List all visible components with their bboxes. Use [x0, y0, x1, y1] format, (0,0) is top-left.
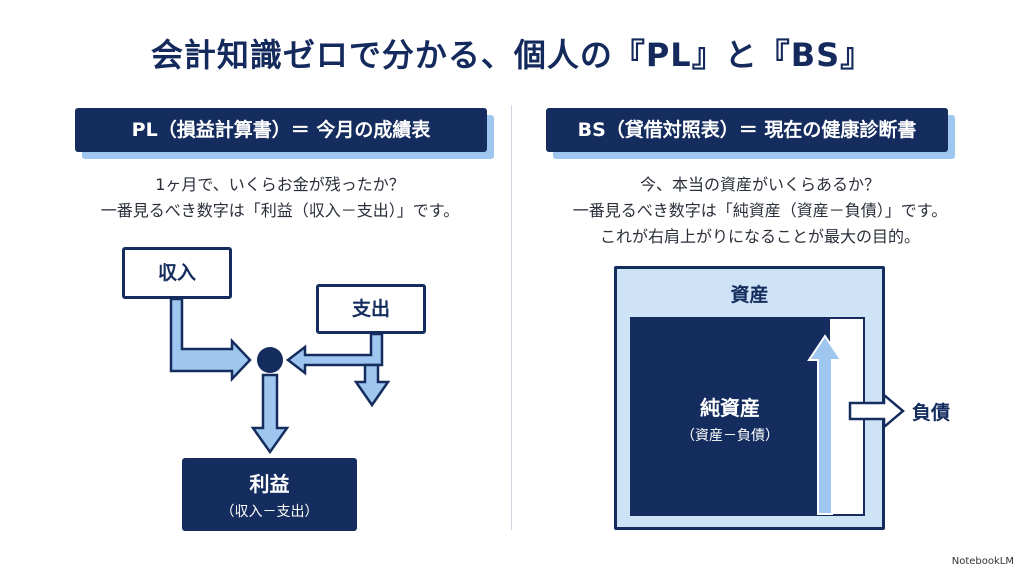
- profit-arrow: [250, 373, 290, 455]
- equity-box: 純資産 （資産－負債）: [630, 317, 830, 516]
- liabilities-label: 負債: [912, 402, 951, 424]
- bs-desc-line2: 一番見るべき数字は「純資産（資産－負債）」です。: [572, 201, 948, 220]
- bs-description: 今、本当の資産がいくらあるか？ 一番見るべき数字は「純資産（資産－負債）」です。…: [520, 172, 1000, 250]
- expense-arrow-down: [353, 363, 391, 408]
- profit-label: 利益: [249, 472, 290, 496]
- assets-label: 資産: [730, 284, 769, 306]
- bs-desc-line3: これが右肩上がりになることが最大の目的。: [599, 227, 920, 246]
- expense-arrow-left: [285, 332, 384, 376]
- equity-formula: （資産－負債）: [681, 428, 779, 444]
- pl-header: PL（損益計算書）＝ 今月の成績表: [75, 108, 487, 152]
- pl-description: 1ヶ月で、いくらお金が残ったか？ 一番見るべき数字は「利益（収入－支出）」です。: [45, 172, 515, 224]
- growth-arrow: [807, 334, 843, 515]
- notebooklm-logo: NotebookLM: [951, 556, 1014, 567]
- bs-header: BS（貸借対照表）＝ 現在の健康診断書: [546, 108, 948, 152]
- bs-desc-line1: 今、本当の資産がいくらあるか？: [639, 175, 880, 194]
- section-divider: [511, 105, 512, 530]
- liabilities-arrow: [848, 392, 905, 430]
- profit-box: 利益 （収入－支出）: [182, 458, 357, 531]
- income-arrow: [169, 297, 252, 383]
- equity-label: 純資産: [700, 396, 760, 420]
- expense-box: 支出: [316, 284, 426, 334]
- page-title: 会計知識ゼロで分かる、個人の『PL』と『BS』: [150, 36, 874, 74]
- pl-desc-line1: 1ヶ月で、いくらお金が残ったか？: [155, 175, 405, 194]
- profit-formula: （収入－支出）: [220, 504, 319, 520]
- flow-node: [257, 347, 283, 373]
- income-box: 収入: [122, 247, 232, 299]
- pl-desc-line2: 一番見るべき数字は「利益（収入－支出）」です。: [100, 201, 460, 220]
